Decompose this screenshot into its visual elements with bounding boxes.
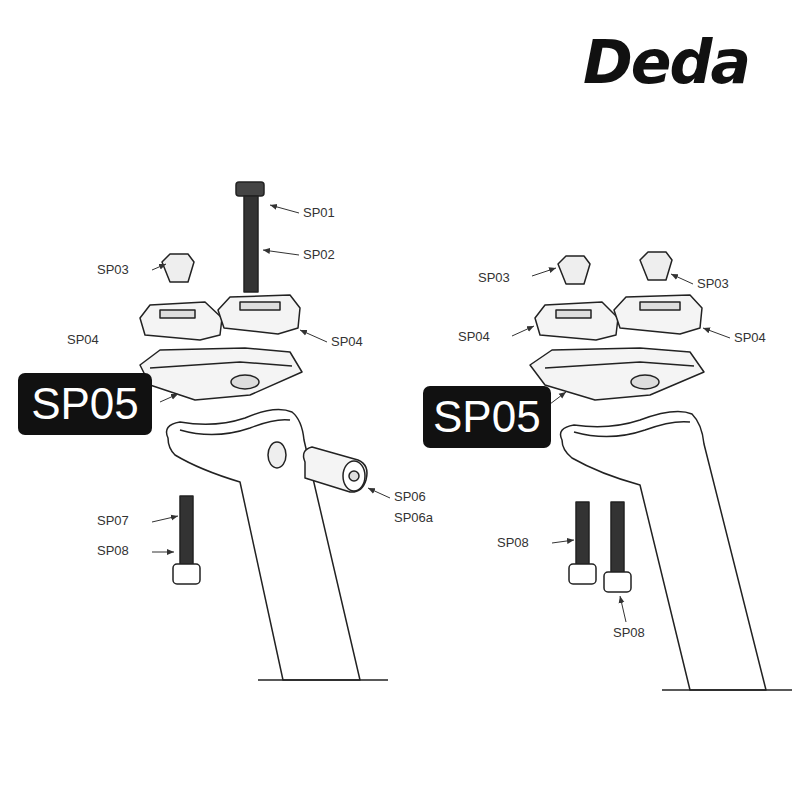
brand-logo: Deda bbox=[583, 27, 749, 97]
callout-number: SP04 bbox=[67, 332, 99, 348]
callout-number: SP02 bbox=[303, 247, 335, 263]
callout-number: SP06 bbox=[394, 489, 426, 505]
callout-number: SP08 bbox=[497, 535, 529, 551]
callout-number: SP04 bbox=[458, 329, 490, 345]
callout-number: SP08 bbox=[97, 543, 129, 559]
part-tag-text: SP05 bbox=[31, 378, 139, 430]
callout-number: SP06a bbox=[394, 510, 433, 526]
callout-number: SP04 bbox=[734, 330, 766, 346]
callout-number: SP08 bbox=[613, 625, 645, 641]
part-tag: SP05 bbox=[423, 386, 551, 448]
callout-number: SP03 bbox=[97, 262, 129, 278]
callout-number: SP04 bbox=[331, 334, 363, 350]
callout-number: SP03 bbox=[697, 276, 729, 292]
right-seatpost bbox=[530, 252, 792, 690]
part-tag: SP05 bbox=[18, 373, 152, 435]
leader-arrows bbox=[152, 205, 730, 622]
callout-number: SP07 bbox=[97, 513, 129, 529]
callout-number: SP01 bbox=[303, 205, 335, 221]
left-seatpost bbox=[140, 182, 388, 680]
callout-number: SP03 bbox=[478, 270, 510, 286]
part-tag-text: SP05 bbox=[433, 391, 541, 443]
